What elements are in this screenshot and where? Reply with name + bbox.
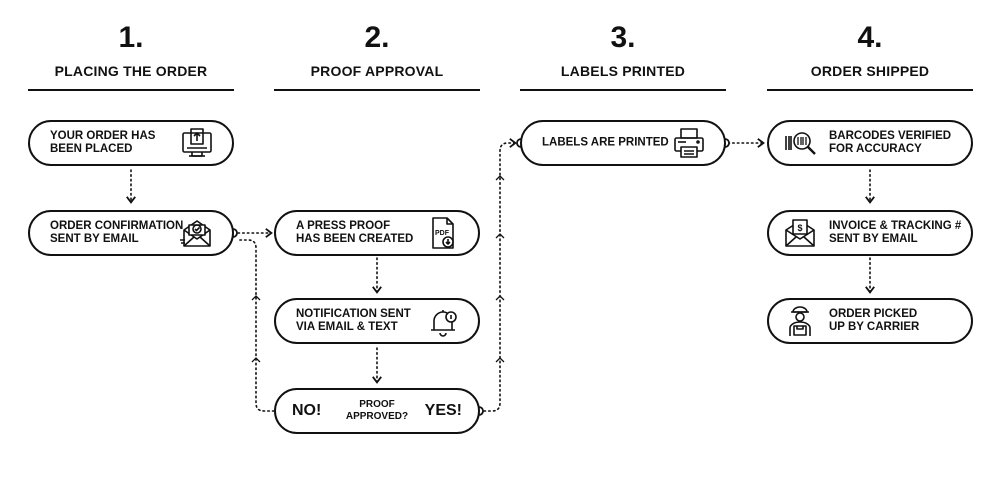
decision-question: PROOF APPROVED? [345, 399, 409, 422]
svg-text:$: $ [798, 223, 803, 233]
column-3-number: 3. [610, 21, 636, 54]
step-order-placed-label: YOUR ORDER HAS BEEN PLACED [50, 130, 156, 155]
decision-no-label: NO! [292, 402, 322, 419]
step-labels-printed-label: LABELS ARE PRINTED [542, 136, 669, 149]
step-invoice-tracking: INVOICE & TRACKING # SENT BY EMAIL $ [767, 210, 973, 256]
step-order-picked-up: ORDER PICKED UP BY CARRIER [767, 298, 973, 344]
pdf-download-icon: PDF [432, 217, 454, 249]
step-notification-label: NOTIFICATION SENT VIA EMAIL & TEXT [296, 308, 411, 333]
step-notification: NOTIFICATION SENT VIA EMAIL & TEXT [274, 298, 480, 344]
decision-proof-approved: NO! PROOF APPROVED? YES! [274, 388, 480, 434]
column-3-title: LABELS PRINTED [560, 63, 686, 79]
computer-upload-icon [182, 128, 212, 157]
column-2-number: 2. [364, 21, 390, 54]
barcode-magnifier-icon [785, 132, 816, 155]
svg-text:PDF: PDF [435, 230, 450, 237]
arrow-chevron-no-loop [251, 295, 261, 363]
column-4-number: 4. [857, 21, 883, 54]
column-3-divider [520, 89, 726, 91]
step-barcodes-verified: BARCODES VERIFIED FOR ACCURACY [767, 120, 973, 166]
column-4-divider [767, 89, 973, 91]
step-barcodes-verified-label: BARCODES VERIFIED FOR ACCURACY [829, 130, 952, 155]
column-1-title: PLACING THE ORDER [54, 63, 208, 79]
email-check-icon [180, 220, 211, 247]
connector-no-loop [237, 239, 275, 412]
step-order-confirmation: ORDER CONFIRMATION SENT BY EMAIL [28, 210, 234, 256]
step-invoice-tracking-label: INVOICE & TRACKING # SENT BY EMAIL [829, 220, 962, 245]
delivery-person-icon [789, 306, 811, 336]
email-dollar-icon: $ [785, 219, 815, 247]
column-1-number: 1. [118, 21, 144, 54]
column-1-divider [28, 89, 234, 91]
arrow-chevron-yes-path [495, 175, 505, 363]
column-2-title: PROOF APPROVAL [310, 63, 444, 79]
column-2-divider [274, 89, 480, 91]
step-press-proof: A PRESS PROOF HAS BEEN CREATED PDF [274, 210, 480, 256]
step-labels-printed: LABELS ARE PRINTED [520, 120, 726, 166]
printer-icon [674, 128, 704, 158]
decision-yes-label: YES! [424, 402, 462, 419]
step-press-proof-label: A PRESS PROOF HAS BEEN CREATED [296, 220, 414, 245]
bell-notification-icon [431, 310, 457, 337]
connector-yes-to-printed [483, 138, 517, 412]
step-order-picked-up-label: ORDER PICKED UP BY CARRIER [829, 308, 920, 333]
step-order-confirmation-label: ORDER CONFIRMATION SENT BY EMAIL [50, 220, 184, 245]
step-order-placed: YOUR ORDER HAS BEEN PLACED [28, 120, 234, 166]
column-4-title: ORDER SHIPPED [810, 63, 930, 79]
